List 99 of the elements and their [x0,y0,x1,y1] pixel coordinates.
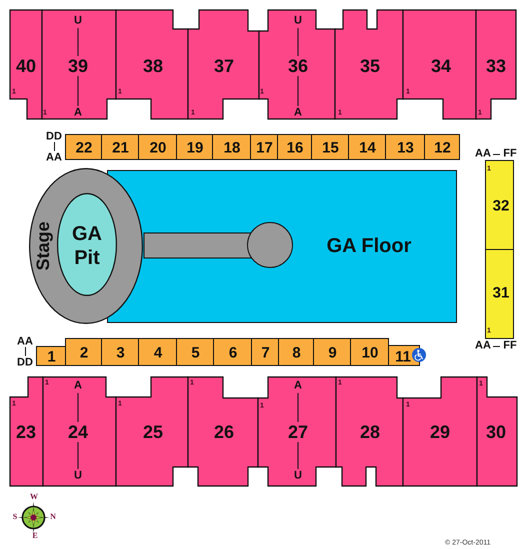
row-letter: U [294,16,302,26]
section-number: 19 [186,140,204,156]
section-number: 20 [150,140,166,156]
section-number: 29 [430,423,450,441]
seating-section [251,338,279,366]
row-letter: A [294,380,302,392]
row-range-label: AA [475,148,491,160]
section-number: 9 [328,346,337,360]
seating-section [477,377,517,486]
seating-section [278,338,314,366]
section-number: 38 [142,57,164,75]
row-range-label: AA [475,340,491,352]
section-number: 40 [16,57,36,75]
row-letter: U [294,470,302,482]
section-number: 15 [322,140,339,156]
section-number: 14 [359,140,376,156]
section-number: 3 [116,346,125,360]
seating-section [311,134,349,160]
area-label: GA Floor [326,236,412,256]
section-number: 36 [288,57,308,75]
area-label: GA Pit [71,222,103,270]
section-number: 13 [397,140,414,156]
seating-section [138,134,177,160]
seating-section [348,134,386,160]
section-number: 25 [142,423,164,441]
section-number: 28 [360,423,380,441]
seating-section [335,10,403,119]
section-number: 35 [360,57,380,75]
section-number: 12 [434,140,451,156]
row-range-label: FF [503,148,517,160]
section-number: 23 [16,423,36,441]
seating-section [259,10,335,119]
row-letter: U [74,16,82,26]
seating-section [476,10,516,119]
compass-letter: N [50,513,56,521]
section-number: 22 [76,140,92,156]
row-letter: A [74,380,82,392]
section-number: 39 [68,57,88,75]
section-number: 8 [292,346,301,360]
section-number: 10 [362,346,378,360]
seating-section [485,160,514,250]
section-number: 2 [80,346,88,360]
section-number: 31 [492,286,510,300]
section-number: 1 [47,350,56,364]
seating-section [101,338,139,366]
row-letter: A [74,108,82,118]
seating-section [350,338,389,366]
row-range-label: DD [46,132,62,142]
seating-section [385,134,425,160]
pit-area [57,193,117,296]
section-number: 26 [214,423,234,441]
seating-section [213,338,252,366]
seating-section [116,377,188,486]
seating-section [403,377,477,486]
row-range-label: DD [17,358,33,368]
section-number: 5 [191,346,200,360]
section-number: 16 [286,140,304,156]
seating-section [176,134,213,160]
section-number: 17 [256,140,273,156]
row-letter: A [294,108,302,118]
stage-label: Stage [34,221,52,271]
seating-section [176,338,214,366]
compass-letter: W [30,493,38,501]
seating-section [116,10,188,119]
section-number: 32 [492,198,510,214]
seating-section [485,249,514,339]
section-number: 4 [154,346,162,360]
seating-section [403,10,476,119]
section-number: 33 [486,57,506,75]
section-number: 34 [430,57,452,75]
seating-section [65,338,102,366]
seating-section [138,338,177,366]
seating-section [212,134,251,160]
seating-section [336,377,403,486]
section-number: 7 [261,346,270,360]
section-number: 6 [228,346,238,360]
section-number: 30 [486,423,506,441]
seating-section [188,10,259,119]
seating-section [258,377,336,486]
seating-section [65,134,102,160]
row-range-label: FF [503,340,517,352]
seating-section [277,134,312,160]
compass-letter: E [32,532,38,540]
seating-section [424,134,460,160]
seating-section [250,134,278,160]
row-letter: U [74,470,82,482]
row-range-label: AA [17,336,33,348]
section-number: 21 [112,140,129,156]
section-number: 11 [395,349,411,364]
section-number: 18 [224,140,240,156]
section-number: 37 [214,57,234,75]
compass-letter: S [12,513,18,521]
section-number: 24 [68,423,88,441]
seating-section [36,346,66,366]
seating-section [188,377,258,486]
section-number: 27 [288,423,308,441]
seating-section [101,134,139,160]
seating-section [313,338,351,366]
row-range-label: AA [46,152,62,164]
